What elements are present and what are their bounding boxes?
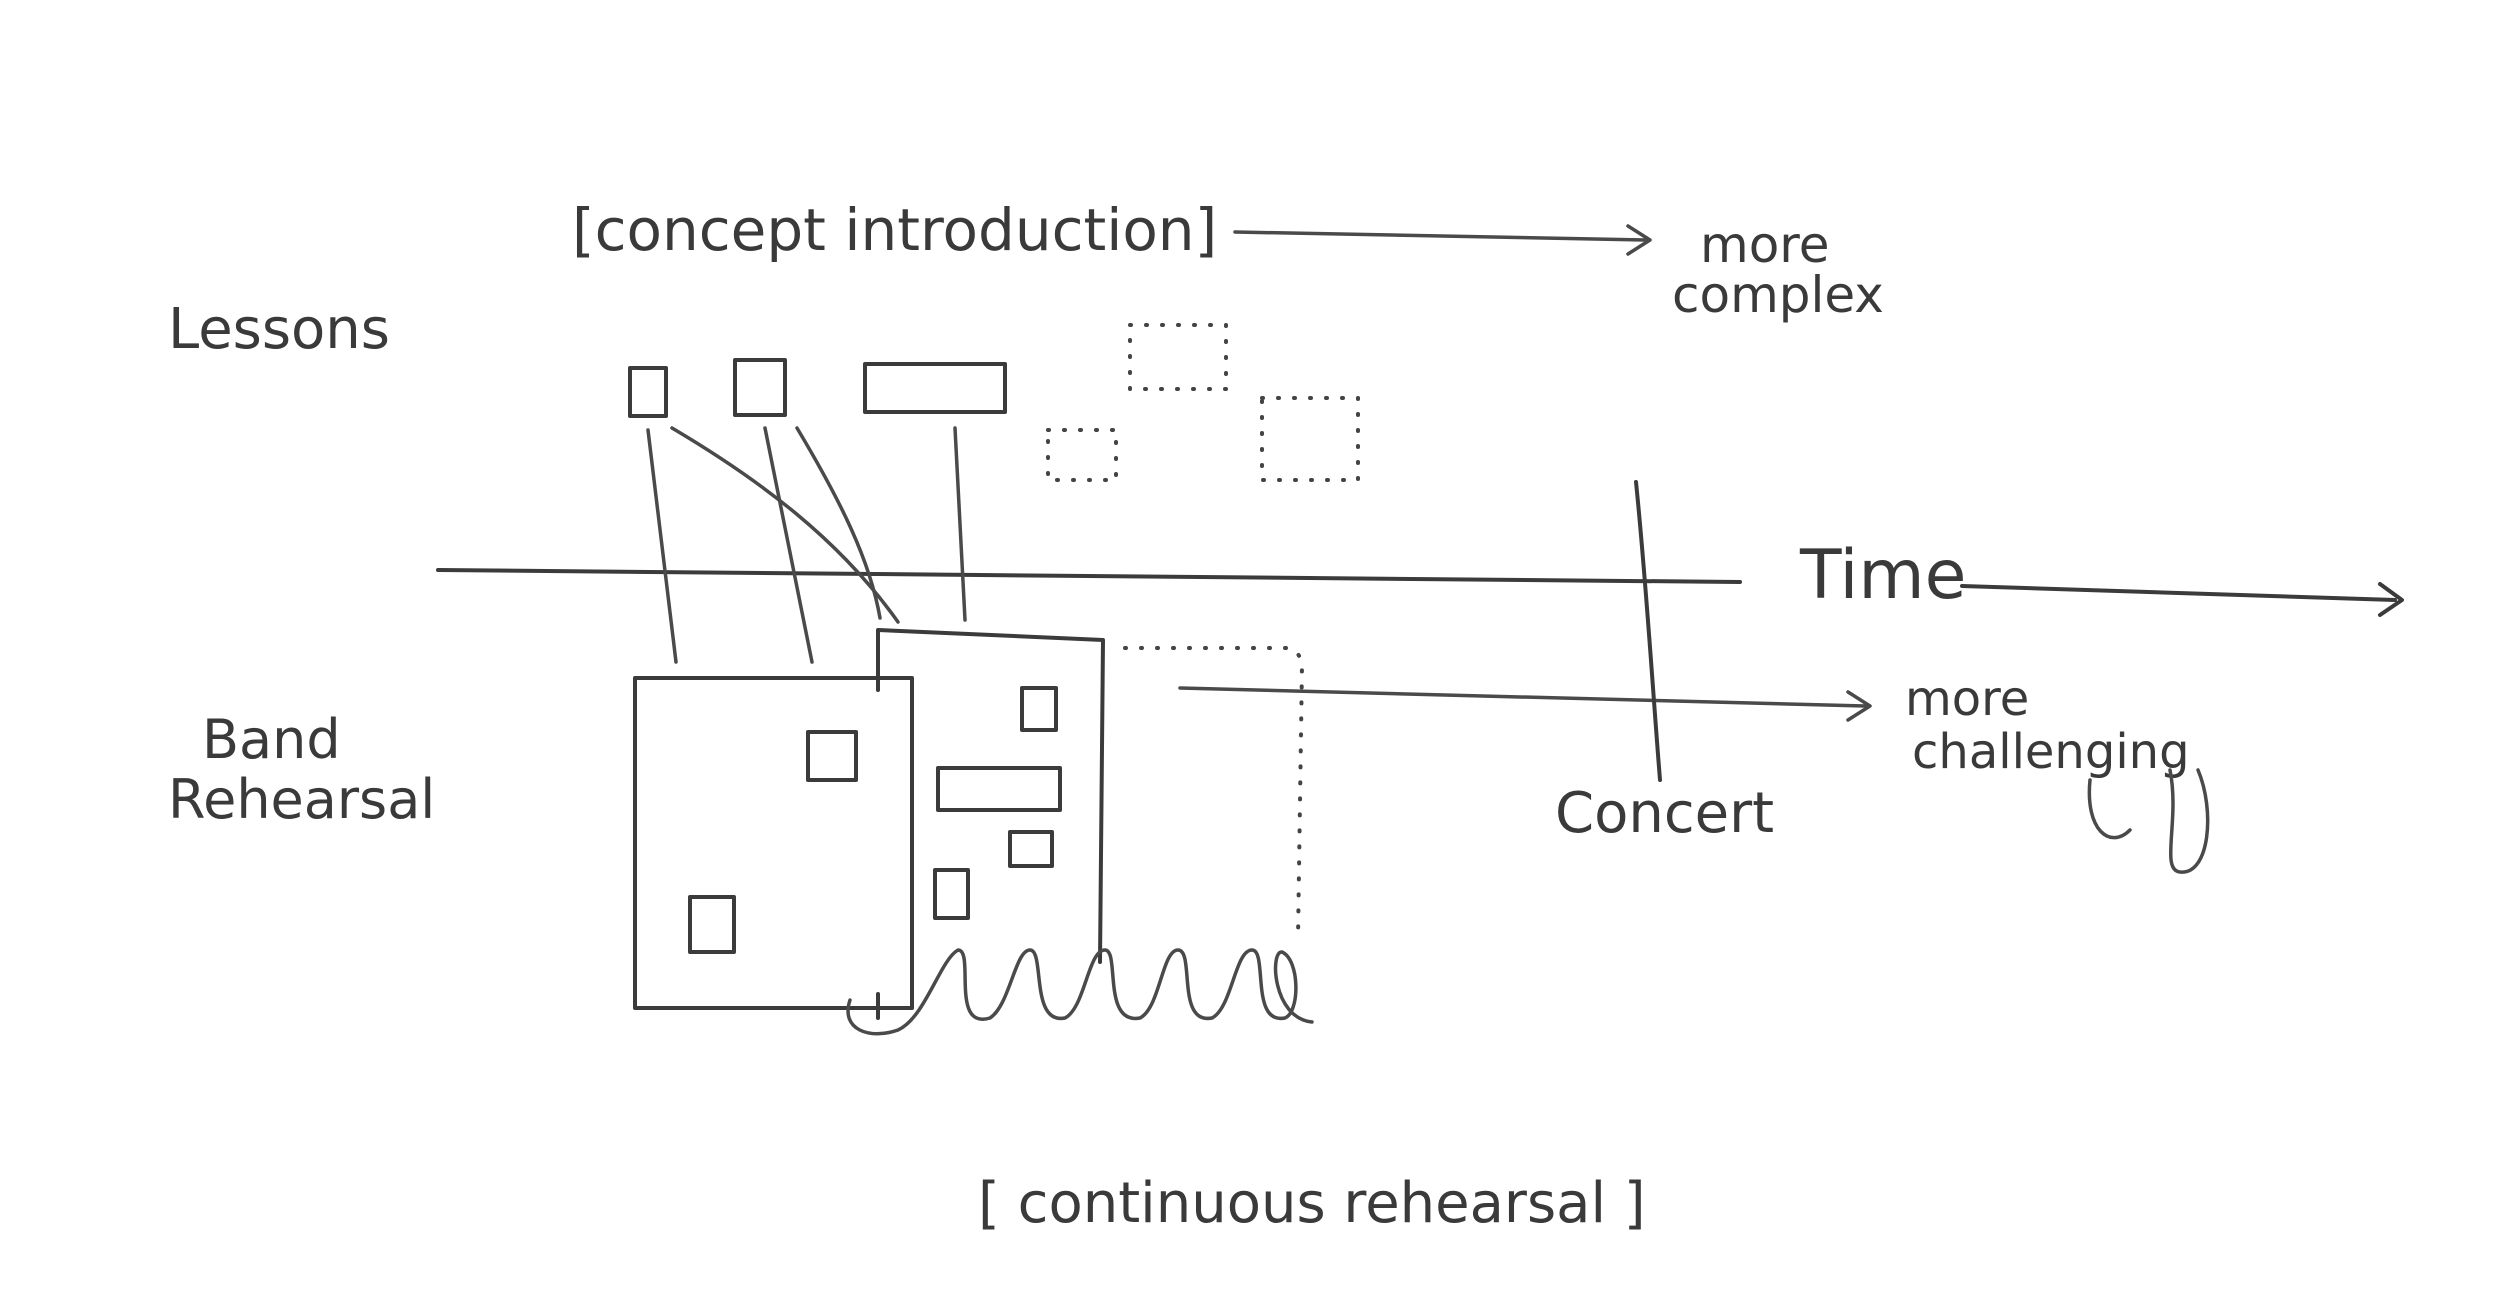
lesson-block-gray [628,366,668,418]
lesson-connector-lines [646,426,967,664]
concept-introduction-label: [concept introduction] [572,196,1217,264]
rehearsal-page-1 [633,676,914,1010]
rehearsal-page-2-block-gray-1 [1008,830,1054,868]
more-complex-label-complex: complex [1672,266,1884,324]
rehearsal-label: Rehearsal [168,768,435,831]
future-lesson-dotted-2 [1046,428,1118,482]
continuous-rehearsal-loops [846,948,1314,1036]
lesson-block-red [733,358,787,417]
rehearsal-page-2 [876,628,1105,1020]
more-challenging-label-more: more [1905,671,2029,727]
rehearsal-page-2-block-gray-2 [933,868,970,920]
future-lesson-dotted-1 [1128,323,1228,391]
more-complex-label-more: more [1700,216,1830,274]
lesson-block-blue [863,362,1007,414]
time-axis-label: Time [1799,536,1966,615]
rehearsal-page-2-block-red [1020,686,1058,732]
future-lesson-dotted-3 [1260,396,1360,482]
rehearsal-page-1-block-gray [688,895,736,954]
more-challenging-label-challenging: challenging [1912,724,2190,780]
more-challenging-arrow [1178,686,1872,722]
rehearsal-page-1-block-red [806,730,858,782]
band-label: Band [202,708,341,771]
concert-label: Concert [1555,781,1774,846]
rehearsal-future-dotted [1123,646,1305,940]
more-complex-arrow [1233,224,1652,256]
continuous-rehearsal-label: [ continuous rehearsal ] [978,1171,1646,1236]
lessons-label: Lessons [168,297,390,362]
concert-marker-line [1634,480,1662,782]
challenging-flourish [2087,768,2210,874]
rehearsal-page-2-block-blue [936,766,1062,812]
time-axis [436,568,2404,617]
